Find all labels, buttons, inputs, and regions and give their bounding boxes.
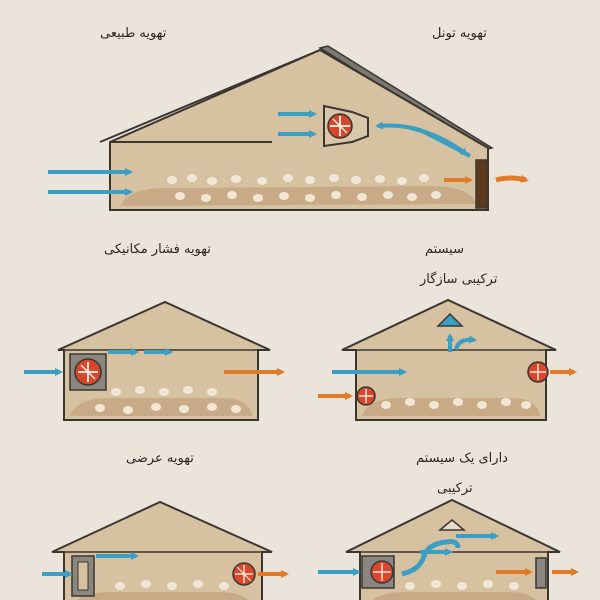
house-compatible bbox=[318, 298, 577, 421]
house-cross bbox=[42, 500, 289, 600]
blue-air-arrow-icon bbox=[409, 126, 469, 156]
chicken-flock bbox=[405, 580, 519, 590]
roof-vent-icon bbox=[437, 519, 467, 531]
label-hybrid-line1: دارای یک سیستم bbox=[416, 451, 508, 466]
fan-icon bbox=[232, 562, 256, 586]
label-natural-ventilation: تهویه طبیعی bbox=[100, 26, 167, 41]
label-hybrid-line2: ترکیبی bbox=[437, 481, 473, 496]
house-natural-tunnel bbox=[48, 45, 529, 211]
orange-air-arrow-icon bbox=[495, 174, 529, 183]
fan-icon bbox=[361, 555, 395, 589]
litter-floor bbox=[373, 592, 536, 600]
house-body bbox=[109, 48, 489, 211]
house-body bbox=[57, 300, 271, 421]
label-tunnel-ventilation: تهویه تونل bbox=[432, 26, 487, 41]
label-mechanical-pressure: تهویه فشار مکانیکی bbox=[104, 242, 211, 257]
fan-icon bbox=[356, 386, 376, 406]
roof-vent-icon bbox=[436, 312, 464, 327]
litter-floor bbox=[120, 186, 476, 206]
blue-air-arrow-icon bbox=[401, 539, 461, 577]
house-body bbox=[345, 498, 561, 600]
chicken-flock bbox=[381, 398, 531, 409]
label-compatible-line2: ترکیبی سازگار bbox=[420, 272, 498, 287]
vent-door-icon bbox=[71, 555, 95, 597]
chicken-flock bbox=[95, 386, 241, 414]
fan-icon bbox=[69, 353, 107, 391]
vent-door-icon bbox=[475, 159, 489, 209]
vent-door-icon bbox=[535, 557, 547, 589]
house-body bbox=[51, 500, 273, 600]
fan-icon bbox=[527, 361, 549, 383]
house-body bbox=[341, 298, 557, 421]
litter-floor bbox=[77, 592, 248, 600]
house-mechanical bbox=[24, 300, 285, 421]
chicken-flock bbox=[115, 580, 229, 590]
blue-air-arrow-icon bbox=[454, 335, 477, 351]
house-hybrid bbox=[318, 498, 579, 600]
fan-icon bbox=[323, 104, 369, 148]
label-cross-ventilation: تهویه عرضی bbox=[126, 451, 194, 466]
chicken-flock bbox=[167, 174, 441, 202]
label-compatible-line1: سیستم bbox=[425, 242, 464, 257]
